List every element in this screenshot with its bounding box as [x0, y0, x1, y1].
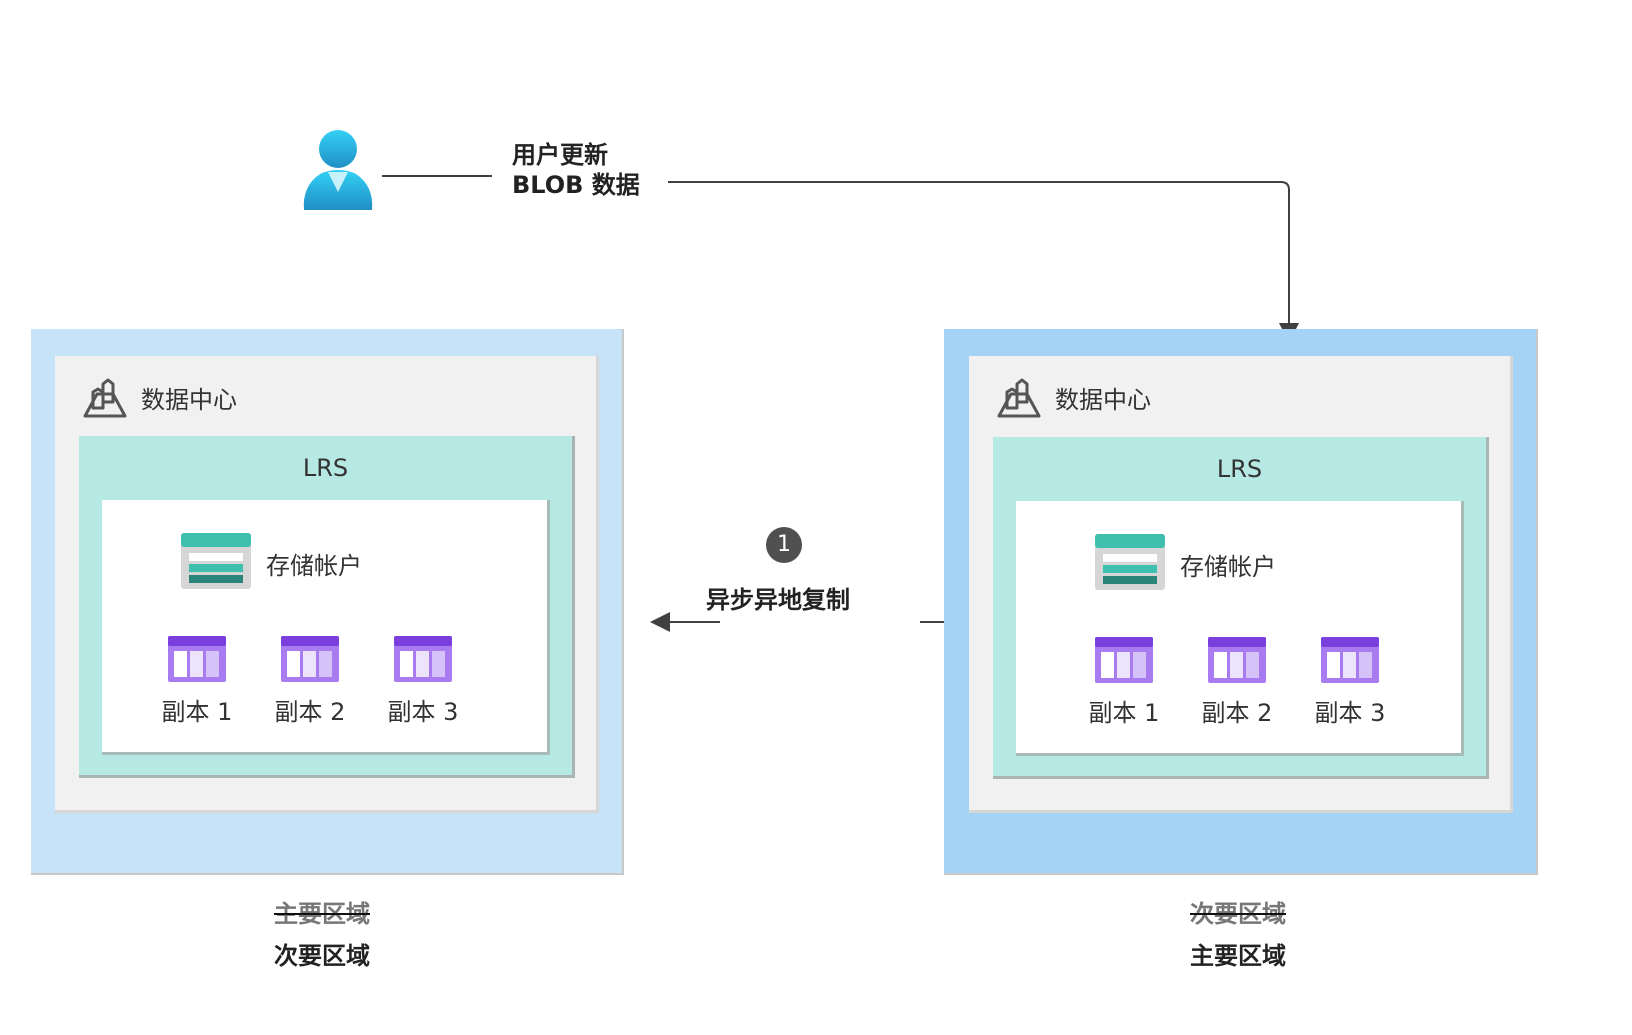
user-icon [300, 128, 376, 212]
datacenter-icon [997, 374, 1041, 422]
replica-2-label: 副本 2 [274, 698, 346, 726]
replica-icon [281, 636, 339, 682]
left-region-old-role: 主要区域 [274, 900, 370, 928]
replica-3-label: 副本 3 [387, 698, 459, 726]
replica-2-label: 副本 2 [1201, 699, 1273, 727]
storage-account-label: 存储帐户 [1180, 553, 1276, 581]
replica-3 [1321, 637, 1379, 687]
lrs-label: LRS [1216, 455, 1263, 483]
replication-label: 异步异地复制 [706, 586, 850, 614]
replica-3-label: 副本 3 [1314, 699, 1386, 727]
replica-1-label: 副本 1 [1088, 699, 1160, 727]
datacenter-box: 数据中心 LRS 存储帐户 副本 1 [969, 356, 1513, 813]
replica-2 [281, 636, 339, 686]
datacenter-box: 数据中心 LRS 存储帐户 副本 1 [55, 356, 599, 813]
replica-1-label: 副本 1 [161, 698, 233, 726]
user-update-label: 用户更新 BLOB 数据 [512, 140, 640, 200]
region-right: 数据中心 LRS 存储帐户 副本 1 [944, 329, 1538, 875]
replica-icon [394, 636, 452, 682]
storage-account-label: 存储帐户 [266, 552, 362, 580]
right-region-new-role: 主要区域 [1190, 942, 1286, 970]
step-badge: 1 [766, 527, 802, 563]
region-left: 数据中心 LRS 存储帐户 副本 1 [31, 329, 624, 875]
datacenter-label: 数据中心 [1055, 386, 1151, 414]
replica-1 [168, 636, 226, 686]
storage-account-box: 存储帐户 副本 1 副本 2 副本 3 [1016, 501, 1464, 756]
user-label-line1: 用户更新 [512, 141, 608, 169]
replica-3 [394, 636, 452, 686]
lrs-box: LRS 存储帐户 副本 1 [79, 436, 575, 778]
replica-icon [1208, 637, 1266, 683]
replica-icon [1095, 637, 1153, 683]
datacenter-label: 数据中心 [141, 386, 237, 414]
replica-icon [168, 636, 226, 682]
left-region-new-role: 次要区域 [274, 942, 370, 970]
update-flow-arrow [668, 181, 1299, 343]
storage-account-box: 存储帐户 副本 1 副本 2 副本 3 [102, 500, 550, 755]
storage-account-icon [1095, 534, 1165, 594]
user-label-line2: BLOB 数据 [512, 171, 640, 199]
replica-2 [1208, 637, 1266, 687]
lrs-label: LRS [302, 454, 349, 482]
lrs-box: LRS 存储帐户 副本 1 [993, 437, 1489, 779]
right-region-old-role: 次要区域 [1190, 900, 1286, 928]
datacenter-icon [83, 374, 127, 422]
storage-account-icon [181, 533, 251, 593]
replica-icon [1321, 637, 1379, 683]
replica-1 [1095, 637, 1153, 687]
